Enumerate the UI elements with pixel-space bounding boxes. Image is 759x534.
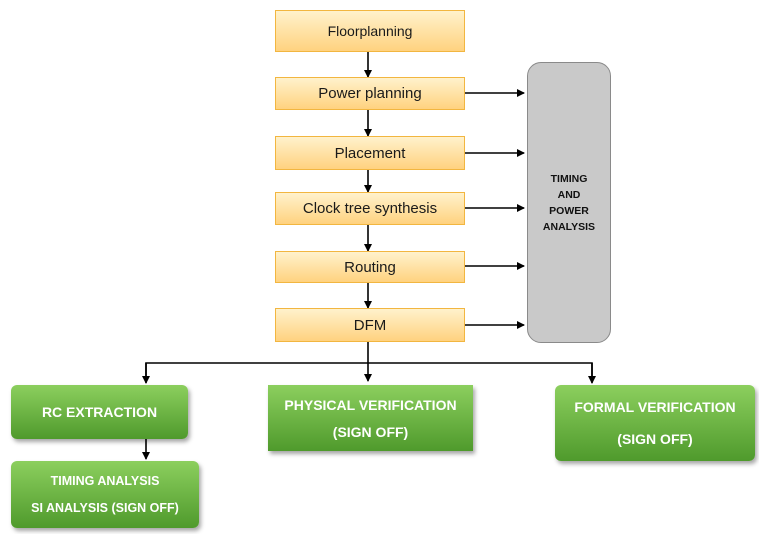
physical-verification-line-1: PHYSICAL VERIFICATION <box>284 396 457 413</box>
analysis-line-3: POWER <box>549 204 589 217</box>
floorplanning-box: Floorplanning <box>275 10 465 52</box>
cts-label: Clock tree synthesis <box>302 200 438 217</box>
timing-analysis-line-1: TIMING ANALYSIS <box>50 473 160 488</box>
timing-analysis-line-2: SI ANALYSIS (SIGN OFF) <box>31 501 179 516</box>
timing-si-analysis-box: TIMING ANALYSIS SI ANALYSIS (SIGN OFF) <box>11 461 199 528</box>
routing-box: Routing <box>275 251 465 283</box>
placement-box: Placement <box>275 136 465 170</box>
floorplanning-label: Floorplanning <box>327 23 413 39</box>
physical-verification-box: PHYSICAL VERIFICATION (SIGN OFF) <box>268 385 473 451</box>
analysis-line-2: AND <box>557 188 581 201</box>
formal-verification-box: FORMAL VERIFICATION (SIGN OFF) <box>555 385 755 461</box>
analysis-line-1: TIMING <box>550 172 588 185</box>
routing-label: Routing <box>344 258 396 276</box>
split-line <box>145 362 593 382</box>
placement-label: Placement <box>334 144 406 162</box>
formal-verification-line-2: (SIGN OFF) <box>617 431 693 447</box>
timing-power-analysis-box: TIMING AND POWER ANALYSIS <box>527 62 611 343</box>
dfm-box: DFM <box>275 308 465 342</box>
physical-verification-line-2: (SIGN OFF) <box>332 423 409 440</box>
power-planning-label: Power planning <box>318 85 422 102</box>
power-planning-box: Power planning <box>275 77 465 110</box>
clock-tree-synthesis-box: Clock tree synthesis <box>275 192 465 225</box>
dfm-label: DFM <box>353 316 387 334</box>
rc-extraction-box: RC EXTRACTION <box>11 385 188 439</box>
formal-verification-line-1: FORMAL VERIFICATION <box>574 399 736 415</box>
rc-extraction-label: RC EXTRACTION <box>41 404 158 420</box>
analysis-line-4: ANALYSIS <box>542 220 596 233</box>
